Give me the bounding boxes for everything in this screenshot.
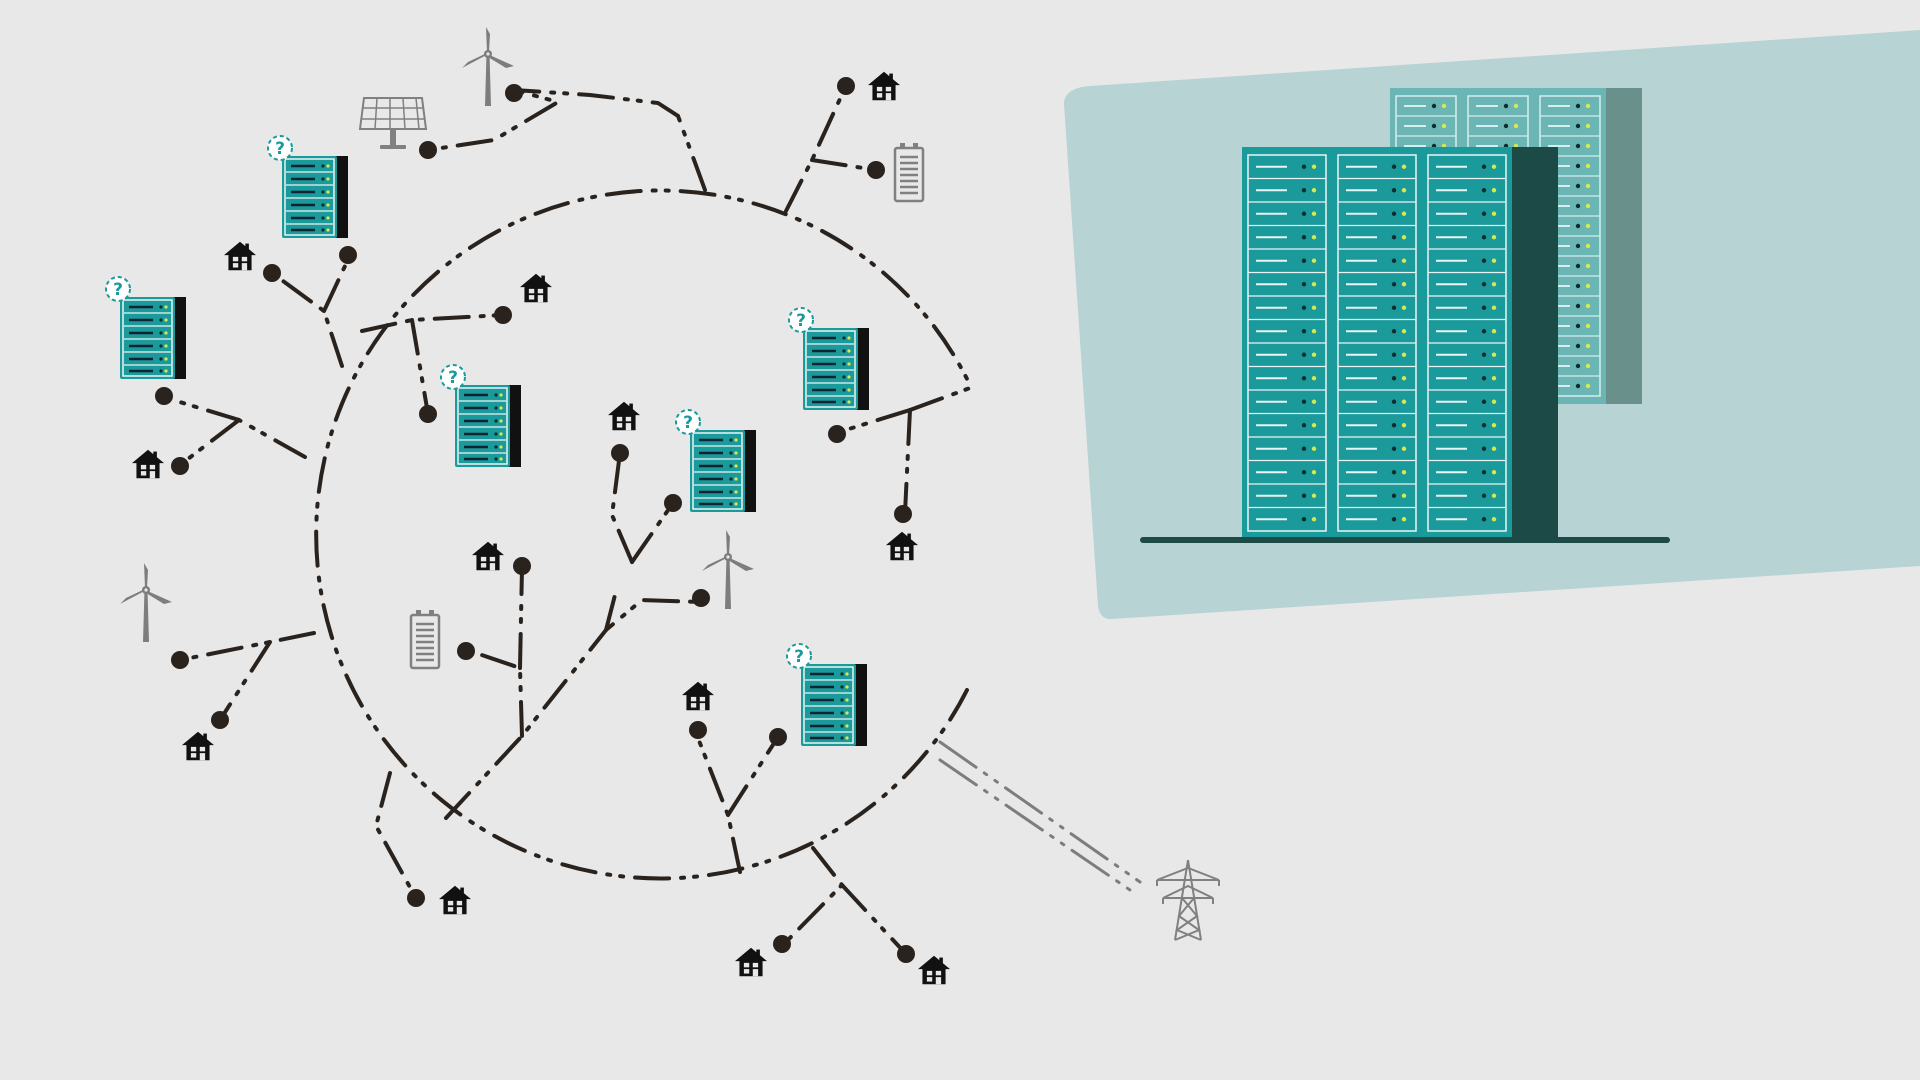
connection-dot-10 [171, 457, 189, 475]
front-rack-unit [1332, 147, 1422, 539]
connection-dot-24 [897, 945, 915, 963]
question-mark-icon: ? [788, 307, 814, 333]
front-rack-unit [1242, 147, 1332, 539]
connection-dot-11 [828, 425, 846, 443]
wind-turbine-icon [120, 563, 172, 642]
connection-dot-14 [211, 711, 229, 729]
question-mark-icon: ? [105, 276, 131, 302]
branch-line-6 [360, 313, 505, 333]
front-rack-side [1512, 147, 1558, 539]
server-rack-icon [120, 297, 186, 379]
connection-dot-15 [407, 889, 425, 907]
connection-dot-4 [867, 161, 885, 179]
house-icon [132, 449, 164, 479]
solar-panel-icon [359, 97, 427, 150]
server-rack-icon [801, 664, 867, 746]
branch-line-15 [373, 771, 418, 900]
connection-dot-13 [171, 651, 189, 669]
branch-line-9 [178, 418, 241, 467]
transmission-tower-icon [1156, 859, 1220, 941]
house-icon [472, 541, 504, 571]
branch-line-12 [834, 408, 912, 435]
connection-dot-17 [664, 494, 682, 512]
branch-line-14 [218, 640, 272, 722]
house-icon [682, 681, 714, 711]
branch-line-5 [322, 249, 354, 313]
branch-line-18 [465, 648, 524, 738]
house-icon [224, 241, 256, 271]
house-icon [868, 71, 900, 101]
house-icon [918, 955, 950, 985]
battery-icon [409, 610, 441, 670]
connection-dot-22 [769, 728, 787, 746]
question-mark-icon: ? [786, 643, 812, 669]
ring-feeder [314, 188, 972, 881]
question-mark-icon: ? [675, 409, 701, 435]
question-mark-label: ? [796, 311, 806, 331]
connection-dot-6 [339, 246, 357, 264]
branch-line-16 [444, 597, 702, 820]
connection-dot-20 [457, 642, 475, 660]
rack-floor-line [1140, 537, 1670, 543]
connection-dot-5 [263, 264, 281, 282]
connection-dot-1 [505, 84, 523, 102]
branch-line-13 [178, 631, 316, 662]
connection-dot-8 [419, 405, 437, 423]
connection-dot-3 [837, 77, 855, 95]
connection-dot-12 [894, 505, 912, 523]
connection-dot-9 [155, 387, 173, 405]
grid-lines [158, 86, 972, 956]
house-icon [182, 731, 214, 761]
server-rack-icon [690, 430, 756, 512]
question-mark-icon: ? [440, 364, 466, 390]
tower-link-lines [938, 740, 1142, 892]
branch-line-4 [270, 271, 344, 368]
question-mark-label: ? [683, 413, 693, 433]
branch-line-19 [518, 566, 524, 670]
house-icon [886, 531, 918, 561]
battery-icon [893, 143, 925, 203]
connection-points [155, 77, 915, 963]
connection-dot-7 [494, 306, 512, 324]
house-icon [735, 947, 767, 977]
house-icon [608, 401, 640, 431]
branch-line-17 [604, 593, 617, 632]
branch-line-1 [426, 88, 707, 192]
branch-line-10 [908, 386, 972, 412]
question-mark-label: ? [448, 368, 458, 388]
connection-dot-19 [611, 444, 629, 462]
connection-dot-16 [513, 557, 531, 575]
branch-line-3 [810, 158, 878, 172]
house-icon [439, 885, 471, 915]
question-mark-label: ? [275, 139, 285, 159]
question-mark-icon: ? [267, 135, 293, 161]
branch-line-23 [726, 735, 780, 817]
branch-line-11 [903, 408, 912, 515]
front-rack-unit [1422, 147, 1512, 539]
branch-line-21 [609, 451, 634, 564]
connection-dot-21 [689, 721, 707, 739]
connection-dot-2 [419, 141, 437, 159]
branch-line-7 [410, 318, 430, 416]
branch-line-2 [784, 86, 847, 213]
server-rack-icon [455, 385, 521, 467]
node-icons: ?????? [105, 27, 1220, 985]
house-icon [520, 273, 552, 303]
branch-line-24 [780, 846, 845, 948]
connection-dot-23 [773, 935, 791, 953]
data-center [1140, 88, 1670, 543]
branch-line-25 [840, 883, 908, 956]
connection-dot-18 [692, 589, 710, 607]
question-mark-label: ? [794, 647, 804, 667]
back-rack-side [1600, 88, 1642, 404]
question-mark-label: ? [113, 280, 123, 300]
branch-line-20 [630, 501, 675, 564]
server-rack-icon [282, 156, 348, 238]
server-rack-icon [803, 328, 869, 410]
